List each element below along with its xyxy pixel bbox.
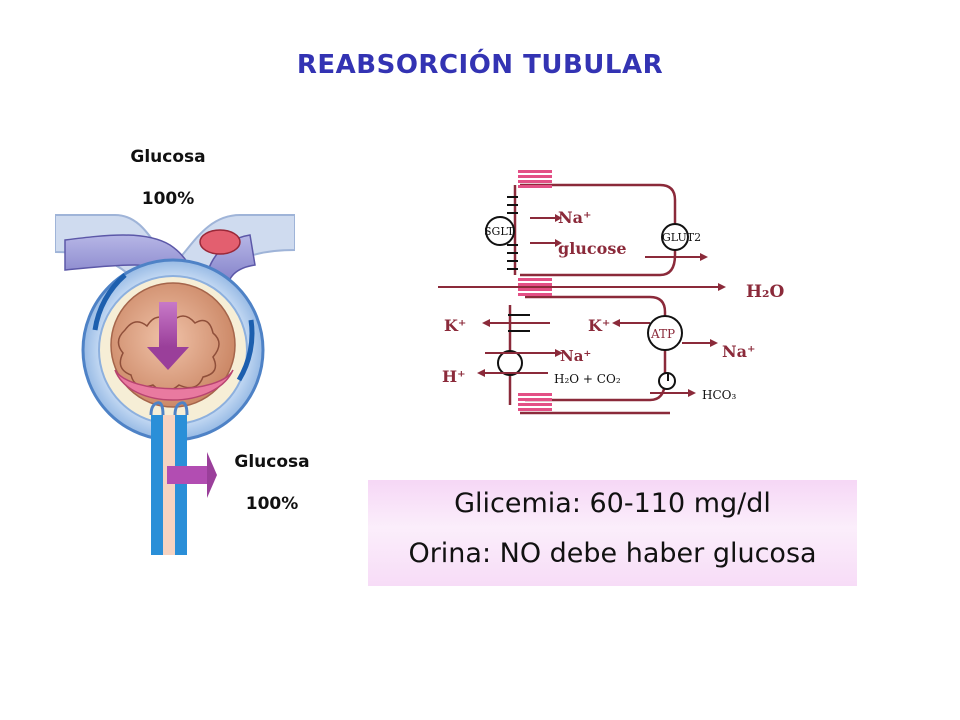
atp-pump xyxy=(647,315,683,351)
transport-diagram: SGLT Na⁺ glucose GLUT2 H₂O K⁺ K⁺ ATP Na⁺… xyxy=(438,170,785,415)
glomerulus-illustration xyxy=(55,214,295,555)
filtration-arrow-head xyxy=(147,347,189,370)
glycemia-text: Glicemia: 60-110 mg/dl xyxy=(454,488,771,519)
na-mid-label: Na⁺ xyxy=(560,347,591,365)
glut2-transporter xyxy=(661,223,689,251)
sglt-transporter xyxy=(485,216,515,246)
atp-label: ATP xyxy=(650,327,675,341)
reabsorption-arrow-head xyxy=(207,452,217,498)
top-glucose-percent: 100% xyxy=(141,189,195,209)
hco3-label: HCO₃ xyxy=(702,388,736,402)
sglt-label: SGLT xyxy=(484,225,515,238)
k-mid-label: K⁺ xyxy=(588,316,610,335)
h-left-label: H⁺ xyxy=(442,367,466,386)
top-glucose-label: Glucosa xyxy=(130,147,206,167)
h2o-co2-label: H₂O + CO₂ xyxy=(554,372,621,386)
reabsorption-arrow-shaft xyxy=(167,466,207,484)
urine-text: Orina: NO debe haber glucosa xyxy=(408,538,817,569)
bottom-glucose-label: Glucosa xyxy=(234,452,310,472)
na-h-exchanger xyxy=(497,350,523,376)
k-left-label: K⁺ xyxy=(444,316,466,335)
page-title: REABSORCIÓN TUBULAR xyxy=(296,50,664,80)
glycemia-info-box: Glicemia: 60-110 mg/dl Orina: NO debe ha… xyxy=(368,480,857,586)
bottom-glucose-percent: 100% xyxy=(245,494,299,514)
h2o-label: H₂O xyxy=(746,282,785,302)
glut2-label: GLUT2 xyxy=(662,231,701,244)
glucose-label: glucose xyxy=(558,239,627,258)
na-right-label: Na⁺ xyxy=(722,342,755,361)
filtration-arrow-shaft xyxy=(159,302,177,347)
na-top-label: Na⁺ xyxy=(558,208,591,227)
